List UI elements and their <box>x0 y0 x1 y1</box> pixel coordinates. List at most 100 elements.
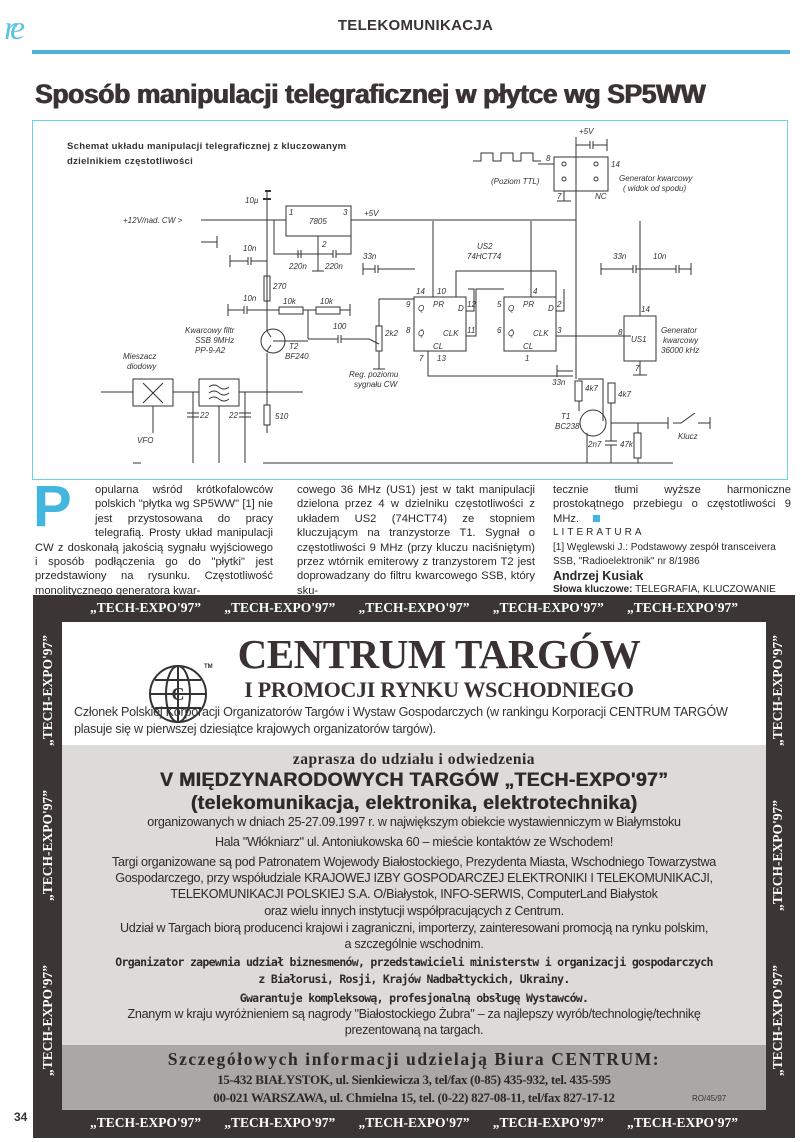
frame-text-right: „TECH-EXPO'97” <box>770 800 785 912</box>
page-number: 34 <box>14 1110 28 1124</box>
advertisement: „TECH-EXPO'97” „TECH-EXPO'97” „TECH-EXPO'9… <box>33 595 795 1138</box>
award-text: prezentowaną na targach. <box>344 1023 484 1037</box>
label-pin: 3 <box>343 208 348 217</box>
label-filter: PP-9-A2 <box>195 346 226 355</box>
circuit-schematic: Schemat układu manipulacji telegraficzne… <box>32 120 788 480</box>
label-mixer: Mieszacz <box>123 352 156 361</box>
frame-text: „TECH-EXPO'97” <box>90 600 202 615</box>
label-pin: 14 <box>611 160 620 169</box>
frame-text: „TECH-EXPO'97” <box>358 600 470 615</box>
label-pin: 12 <box>467 300 476 309</box>
label-c10n: 10n <box>243 294 257 303</box>
label-filter: Kwarcowy filtr <box>185 326 235 335</box>
label-5v: +5V <box>364 209 379 218</box>
schematic-drawing: +12V/nad. CW > 10µ 7805 1 2 3 +5V +5V 10… <box>101 127 711 464</box>
ad-content: C TM CENTRUM TARGÓW I PROMOCJI RYNKU WSC… <box>62 622 766 1110</box>
label-level-control: sygnału CW <box>354 380 399 389</box>
label-pot-2k2: 2k2 <box>384 329 398 338</box>
ad-event-section: zaprasza do udziału i odwiedzenia V MIĘD… <box>62 745 766 1045</box>
label-q-neg: Q̄ <box>508 329 514 338</box>
label-q: Q <box>508 304 514 313</box>
label-mixer: diodowy <box>127 362 157 371</box>
label-filter: SSB 9MHz <box>195 336 234 345</box>
article-title: Sposób manipulacji telegraficznej w płyt… <box>35 79 706 109</box>
ad-frame-top: „TECH-EXPO'97” „TECH-EXPO'97” „TECH-EXPO'9… <box>90 600 738 616</box>
caption-line: dzielnikiem częstotliwości <box>67 156 194 167</box>
label-pin: 14 <box>416 287 425 296</box>
patronage-text: Gospodarczego, przy współudziale KRAJOWE… <box>115 871 713 885</box>
label-r47k: 47k <box>620 440 634 449</box>
label-us2: US2 <box>477 242 493 251</box>
label-pin: 2 <box>556 300 562 309</box>
address-warszawa: 00-021 WARSZAWA, ul. Chmielna 15, tel. (… <box>213 1090 615 1105</box>
label-d: D <box>458 304 464 313</box>
label-pin: 3 <box>557 326 562 335</box>
label-clk: CLK <box>443 329 459 338</box>
label-ttl-level: (Poziom TTL) <box>491 177 540 186</box>
frame-text: „TECH-EXPO'97” <box>358 1115 470 1130</box>
label-pin: 1 <box>289 208 293 217</box>
label-generator: kwarcowy <box>663 336 699 345</box>
label-pin: 11 <box>467 326 475 335</box>
section-heading: TELEKOMUNIKACJA <box>337 17 494 34</box>
participants-text: Udział w Targach biorą producenci krajow… <box>119 921 709 935</box>
label-c33n: 33n <box>552 378 566 387</box>
label-pin: 10 <box>437 287 446 296</box>
frame-text-right: „TECH-EXPO'97” <box>770 965 785 1077</box>
label-generator: Generator <box>661 326 697 335</box>
event-dates: organizowanych w dniach 25-27.09.1997 r.… <box>147 815 681 829</box>
label-pin: 5 <box>497 300 502 309</box>
logo-letter: C <box>172 684 185 704</box>
label-c2n7: 2n7 <box>587 440 602 449</box>
frame-text: „TECH-EXPO'97” <box>492 600 604 615</box>
label-r270: 270 <box>272 282 287 291</box>
schematic-caption: Schemat układu manipulacji telegraficzne… <box>67 139 346 169</box>
article-author: Andrzej Kusiak <box>553 568 644 583</box>
label-cl: CL <box>433 342 443 351</box>
organizer-text: Organizator zapewnia udział biznesmenów,… <box>115 955 713 969</box>
label-level-control: Reg. poziomu <box>349 370 399 379</box>
label-q: Q <box>418 304 424 313</box>
keywords-value: TELEGRAFIA, KLUCZOWANIE <box>632 584 776 596</box>
ad-title: CENTRUM TARGÓW <box>237 631 641 677</box>
label-generator-bottom-view: Generator kwarcowy <box>619 174 693 183</box>
label-pin: 8 <box>546 154 551 163</box>
keywords: Słowa kluczowe: TELEGRAFIA, KLUCZOWANIE <box>553 583 791 597</box>
article-column-2: cowego 36 MHz (US1) jest w takt manipula… <box>297 483 535 598</box>
event-venue: Hala "Włókniarz" ul. Antoniukowska 60 – … <box>214 835 614 849</box>
article-text: opularna wśród krótkofalowców polskich "… <box>35 484 273 597</box>
frame-text-left: „TECH-EXPO'97” <box>40 965 55 1077</box>
label-r4k7: 4k7 <box>618 390 631 399</box>
label-cl: CL <box>523 342 533 351</box>
contact-heading: Szczegółowych informacji udzielają Biura… <box>167 1049 661 1069</box>
label-c33n: 33n <box>613 252 627 261</box>
label-7805: 7805 <box>309 217 327 226</box>
label-r510: 510 <box>275 412 289 421</box>
label-pr: PR <box>433 300 444 309</box>
label-pin: 8 <box>618 328 623 337</box>
label-generator-bottom-view: ( widok od spodu) <box>623 184 686 193</box>
patronage-text: oraz wielu innych instytucji współpracuj… <box>264 904 564 918</box>
label-c10n: 10n <box>653 252 667 261</box>
service-text: Gwarantuje kompleksową, profesjonalną ob… <box>239 991 589 1005</box>
label-c10u: 10µ <box>245 196 259 205</box>
keywords-label: Słowa kluczowe: <box>553 584 633 596</box>
frame-text: „TECH-EXPO'97” <box>224 600 336 615</box>
label-q-neg: Q̄ <box>418 329 424 338</box>
label-d: D <box>548 304 554 313</box>
label-key: Klucz <box>678 432 698 441</box>
label-pin: 2 <box>321 240 327 249</box>
end-of-article-mark <box>593 514 601 522</box>
label-5v-top: +5V <box>579 127 594 136</box>
address-bialystok: 15-432 BIAŁYSTOK, ul. Sienkiewicza 3, te… <box>217 1072 611 1087</box>
label-r10k: 10k <box>320 297 334 306</box>
label-c220n: 220n <box>324 262 343 271</box>
label-pin: 7 <box>419 354 424 363</box>
label-pin: 4 <box>533 287 538 296</box>
trademark: TM <box>204 664 213 670</box>
label-74hct74: 74HCT74 <box>467 252 502 261</box>
label-pin: 9 <box>406 300 411 309</box>
label-pin: 6 <box>497 326 502 335</box>
frame-text: „TECH-EXPO'97” <box>90 1115 202 1130</box>
label-c22: 22 <box>228 411 238 420</box>
